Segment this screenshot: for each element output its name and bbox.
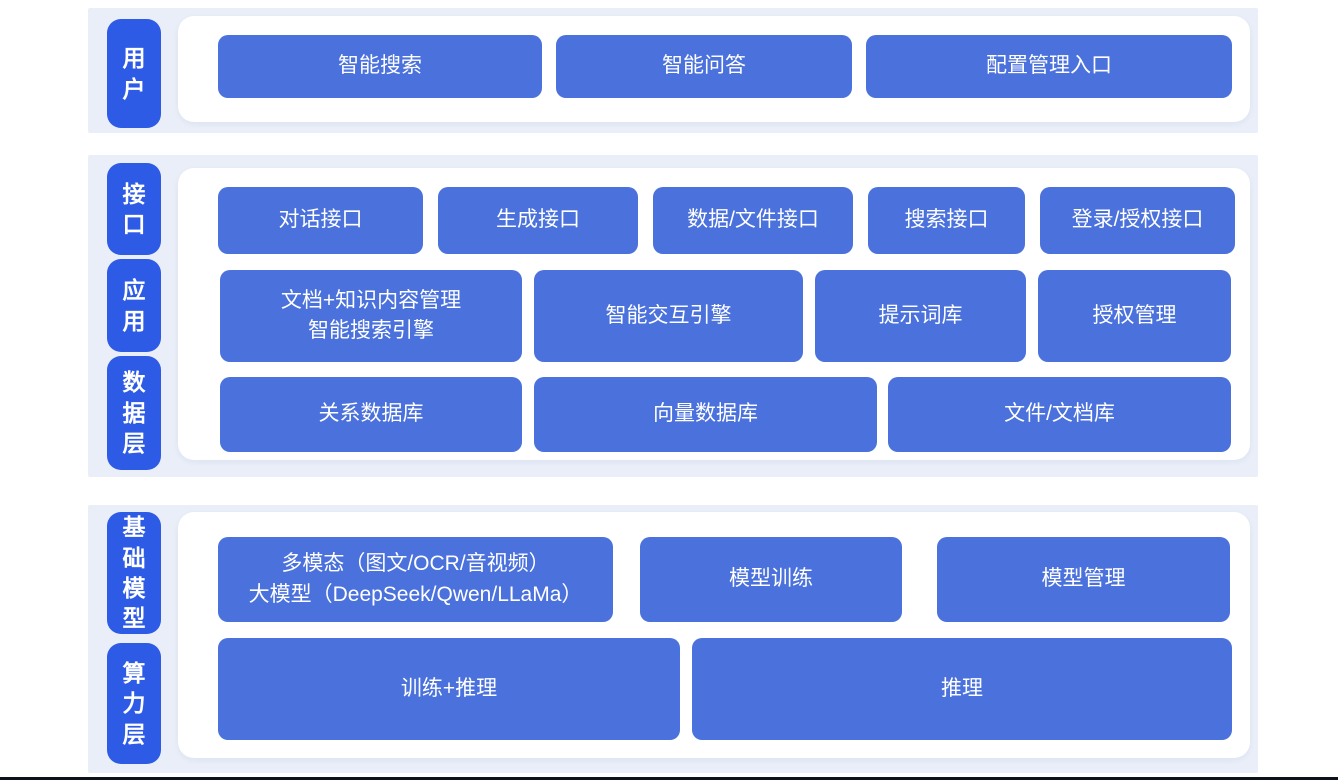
box-smart-search-text: 智能搜索: [338, 54, 422, 78]
box-smart-search: 智能搜索: [218, 35, 542, 98]
box-multimodal-llm-line2: 大模型（DeepSeek/Qwen/LLaMa）: [248, 582, 583, 606]
band-user-layer: 用户 智能搜索 智能问答 配置管理入口: [88, 8, 1258, 133]
box-model-training-text: 模型训练: [729, 567, 813, 591]
box-dialog-api: 对话接口: [218, 187, 423, 254]
layer-label-application: 应用: [107, 259, 161, 352]
layer-label-compute-text: 算力层: [122, 659, 146, 747]
box-dialog-api-text: 对话接口: [278, 208, 363, 232]
box-prompt-library: 提示词库: [815, 270, 1026, 362]
box-inference: 推理: [692, 638, 1232, 740]
box-multimodal-llm: 多模态（图文/OCR/音视频） 大模型（DeepSeek/Qwen/LLaMa）: [218, 537, 613, 622]
layer-label-interface-text: 接口: [122, 180, 146, 237]
panel-middle-layers: 对话接口 生成接口 数据/文件接口 搜索接口 登录/授权接口 文档+知识内容管: [178, 168, 1250, 460]
box-search-api-text: 搜索接口: [904, 208, 989, 232]
box-interactive-engine-text: 智能交互引擎: [605, 303, 732, 327]
box-config-entry-text: 配置管理入口: [986, 54, 1112, 78]
box-config-entry: 配置管理入口: [866, 35, 1232, 98]
box-smart-qa: 智能问答: [556, 35, 852, 98]
box-model-mgmt-text: 模型管理: [1041, 567, 1126, 591]
box-prompt-library-text: 提示词库: [878, 303, 963, 327]
box-file-doc-db-text: 文件/文档库: [1004, 402, 1115, 426]
box-login-auth-api-text: 登录/授权接口: [1071, 208, 1204, 232]
box-model-training: 模型训练: [640, 537, 902, 622]
layer-label-foundation-model: 基础模型: [107, 512, 161, 634]
band-bottom-layers: 基础模型 算力层 多模态（图文/OCR/音视频） 大模型（DeepSeek/Qw…: [88, 505, 1258, 773]
panel-user-layer: 智能搜索 智能问答 配置管理入口: [178, 16, 1250, 122]
box-generation-api-text: 生成接口: [496, 208, 580, 232]
layer-label-application-text: 应用: [122, 277, 146, 334]
layer-label-interface: 接口: [107, 163, 161, 255]
box-login-auth-api: 登录/授权接口: [1040, 187, 1235, 254]
box-relational-db: 关系数据库: [220, 377, 522, 452]
box-vector-db-text: 向量数据库: [653, 402, 758, 426]
panel-bottom-layers: 多模态（图文/OCR/音视频） 大模型（DeepSeek/Qwen/LLaMa）…: [178, 512, 1250, 758]
box-doc-knowledge-mgmt-line1: 文档+知识内容管理: [280, 288, 462, 312]
layer-label-compute: 算力层: [107, 643, 161, 764]
box-inference-text: 推理: [941, 676, 983, 700]
box-data-file-api: 数据/文件接口: [653, 187, 853, 254]
layer-label-foundation-model-text: 基础模型: [122, 514, 146, 632]
layer-label-user: 用户: [107, 19, 161, 128]
box-generation-api: 生成接口: [438, 187, 638, 254]
layer-label-data: 数据层: [107, 356, 161, 470]
box-file-doc-db: 文件/文档库: [888, 377, 1231, 452]
box-vector-db: 向量数据库: [534, 377, 877, 452]
box-training-inference: 训练+推理: [218, 638, 680, 740]
box-interactive-engine: 智能交互引擎: [534, 270, 803, 362]
bottom-divider-line: [0, 777, 1338, 780]
box-relational-db-text: 关系数据库: [318, 402, 424, 426]
box-model-mgmt: 模型管理: [937, 537, 1230, 622]
box-data-file-api-text: 数据/文件接口: [687, 208, 819, 232]
box-multimodal-llm-line1: 多模态（图文/OCR/音视频）: [281, 552, 550, 576]
box-auth-mgmt-text: 授权管理: [1092, 303, 1177, 327]
band-middle-layers: 接口 应用 数据层 对话接口 生成接口 数据/文件接口 搜索接口: [88, 155, 1258, 477]
layer-label-user-text: 用户: [122, 45, 146, 102]
box-training-inference-text: 训练+推理: [400, 676, 498, 700]
box-doc-knowledge-mgmt-line2: 智能搜索引擎: [308, 319, 434, 342]
box-auth-mgmt: 授权管理: [1038, 270, 1231, 362]
box-doc-knowledge-mgmt: 文档+知识内容管理 智能搜索引擎: [220, 270, 522, 362]
layer-label-data-text: 数据层: [122, 369, 146, 457]
box-smart-qa-text: 智能问答: [662, 54, 746, 78]
box-search-api: 搜索接口: [868, 187, 1025, 254]
